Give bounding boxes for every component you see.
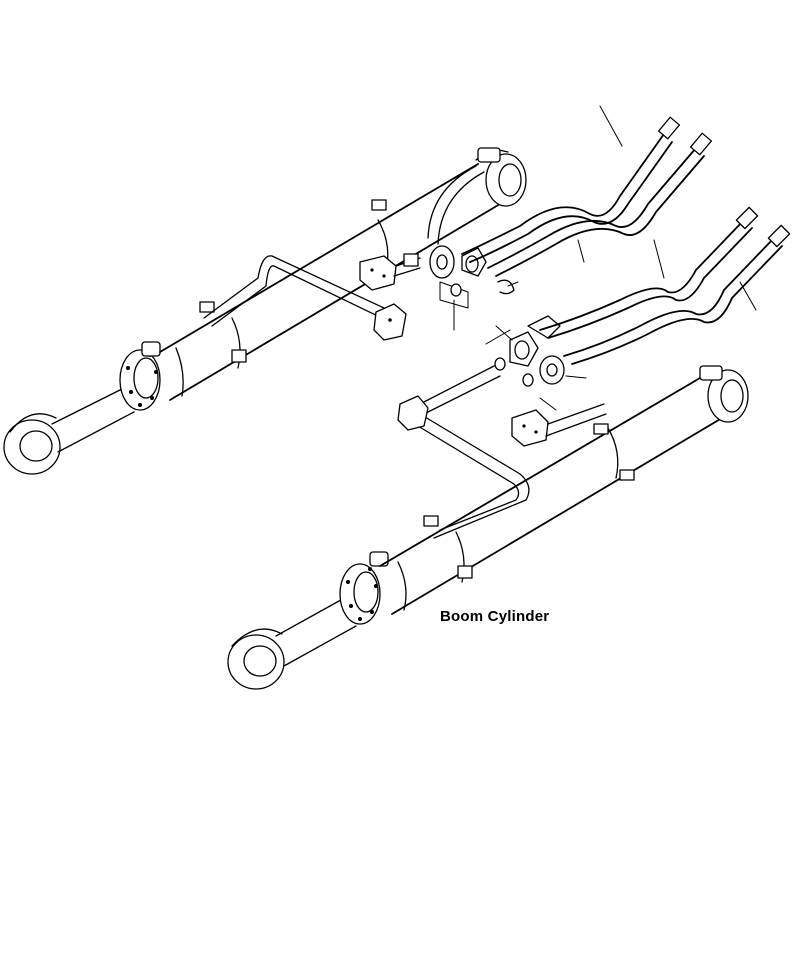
upper-cylinder-foot-eye [475,147,527,207]
lower-cylinder-piston-rod [275,595,357,667]
upper-cylinder-tube [159,163,501,401]
upper-crossover-pipe [203,253,421,341]
upper-hose-pair [461,105,713,277]
upper-boom-cylinder [3,147,527,475]
upper-pipe-flange-block [373,303,407,341]
lower-split-flange-set [485,315,587,411]
diagram-caption: Boom Cylinder [440,608,550,625]
upper-cylinder-piston-rod [51,385,135,453]
lower-crossover-pipe [397,365,607,539]
lower-cylinder-tube [379,377,723,615]
lower-pipe-flange-block [397,395,429,431]
upper-split-flange-set [429,245,519,331]
lower-hose-pair [539,206,791,365]
lower-cylinder-foot-eye [699,365,749,423]
lower-cylinder-rod-eye [227,628,285,690]
lower-boom-cylinder [227,365,749,690]
lower-cylinder-head-flange [339,551,389,625]
upper-cylinder-head-flange [119,341,161,411]
lower-hose-block-fitting [511,403,607,447]
upper-cylinder-tube-line [427,165,477,239]
upper-hose-block-fitting [359,253,421,291]
upper-cylinder-rod-eye [3,413,61,475]
